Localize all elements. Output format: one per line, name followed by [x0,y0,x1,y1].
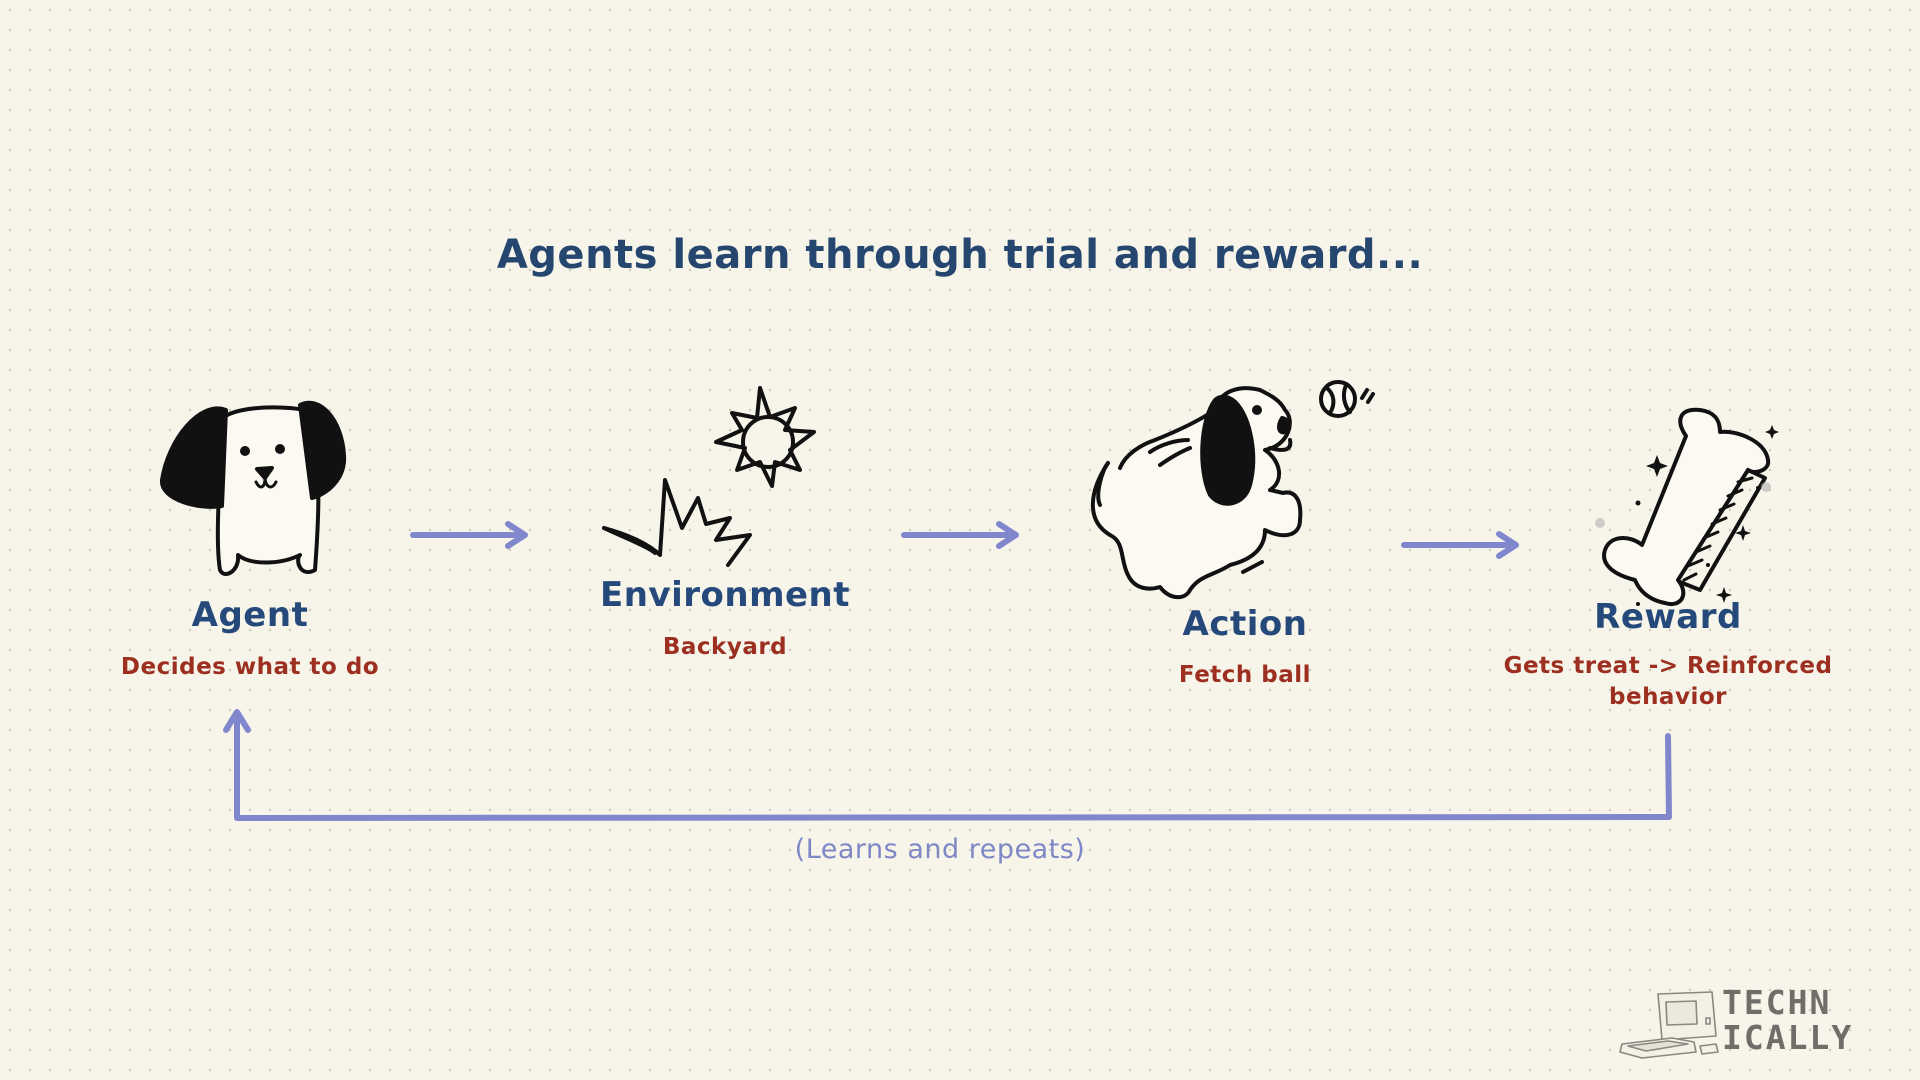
feedback-loop-arrow-icon [223,709,1672,821]
bone-icon [1595,407,1779,607]
arrow-environment-to-action-icon [901,521,1019,549]
logo-line1: TECHN [1722,983,1832,1022]
sun-and-grass-icon [602,386,816,567]
stage-environment-label: Environment [599,575,851,615]
logo-line2: ICALLY [1722,1018,1854,1057]
arrow-action-to-reward-icon [1401,531,1519,559]
page-title: Agents learn through trial and reward... [496,232,1424,278]
dog-face-icon [160,401,347,576]
stage-reward-caption: Gets treat -> Reinforced behavior [1470,651,1866,713]
stage-agent-caption: Decides what to do [120,654,380,680]
stage-reward-caption-line2: behavior [1609,684,1727,710]
loop-label: (Learns and repeats) [794,834,1086,865]
retro-computer-icon [1619,991,1719,1059]
technically-logo: TECHN ICALLY [1612,980,1892,1060]
stage-environment-caption: Backyard [662,634,788,660]
stage-reward-caption-line1: Gets treat -> Reinforced [1503,653,1833,679]
stage-action-label: Action [1182,604,1308,644]
dog-fetching-ball-icon [1090,380,1375,600]
arrow-agent-to-environment-icon [410,521,528,549]
stage-reward-label: Reward [1594,597,1742,637]
stage-action-caption: Fetch ball [1178,662,1312,688]
stage-agent-label: Agent [191,595,309,635]
